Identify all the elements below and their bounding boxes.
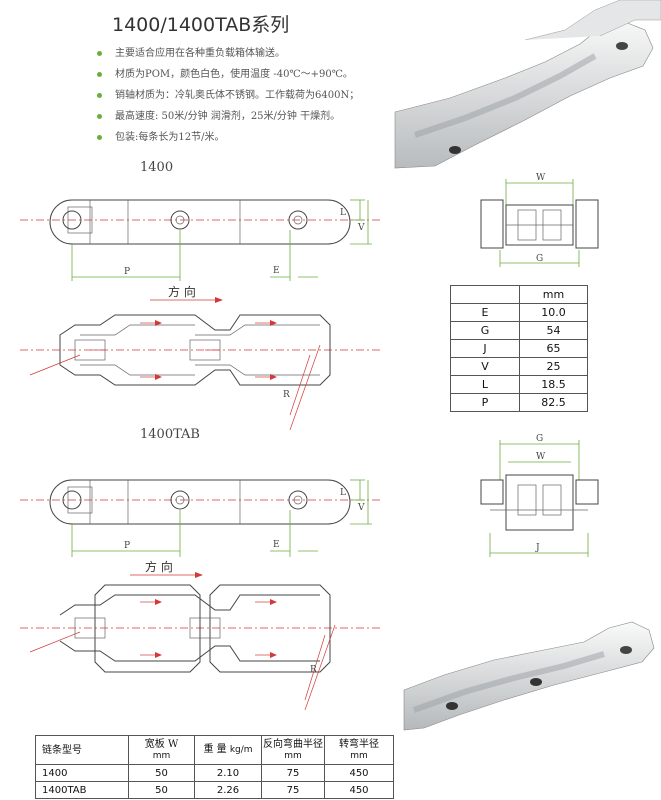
table-row: E 10.0 bbox=[450, 303, 588, 322]
direction-label: 方 向 bbox=[145, 560, 173, 574]
dim-label-V: V bbox=[357, 223, 365, 233]
dim-label-P: P bbox=[124, 267, 130, 277]
page-title: 1400/1400TAB系列 bbox=[112, 14, 290, 36]
feature-item: 最高速度: 50米/分钟 润滑剂，25米/分钟 干燥剂。 bbox=[97, 109, 359, 130]
dim-label-G: G bbox=[536, 434, 543, 444]
chain-photo-top bbox=[394, 0, 661, 169]
table-header-row: 链条型号 宽板 W mm 重 量 kg/m 反向弯曲半径 mm 转弯半径 mm bbox=[35, 735, 394, 765]
table-row: mm bbox=[450, 285, 588, 304]
dim-label-G: G bbox=[536, 254, 543, 264]
side-view-1400tab: P E L V bbox=[20, 479, 380, 557]
table-row: V 25 bbox=[450, 357, 588, 376]
section-label-1400: 1400 bbox=[140, 160, 174, 175]
feature-item: 包装:每条长为12节/米。 bbox=[97, 130, 359, 151]
spec-table: mm E 10.0 G 54 J 65 V 25 L 18.5 P 82.5 bbox=[450, 285, 588, 412]
feature-item: 主要适合应用在各种重负载箱体输送。 bbox=[97, 46, 359, 67]
direction-arrow-icon bbox=[130, 572, 203, 578]
dim-label-L: L bbox=[340, 208, 346, 218]
dim-label-P: P bbox=[124, 541, 130, 551]
dim-label-L: L bbox=[340, 488, 346, 498]
feature-item: 销轴材质为：冷轧奥氏体不锈钢。工作载荷为6400N； bbox=[97, 88, 359, 109]
top-view-1400tab: R bbox=[20, 584, 380, 711]
table-row: G 54 bbox=[450, 321, 588, 340]
table-row: 1400 50 2.10 75 450 bbox=[35, 764, 394, 782]
chain-photo-bottom bbox=[403, 621, 655, 731]
cross-section-1400: W G bbox=[480, 173, 599, 267]
top-view-1400: R bbox=[20, 314, 380, 431]
table-row: J 65 bbox=[450, 339, 588, 358]
table-row: P 82.5 bbox=[450, 393, 588, 412]
dim-label-E: E bbox=[273, 266, 280, 276]
cross-section-1400tab: G W J bbox=[480, 434, 599, 557]
feature-item: 材质为POM，颜色白色，使用温度 -40℃～+90℃。 bbox=[97, 67, 359, 88]
dim-label-R: R bbox=[310, 665, 317, 675]
unit-header: mm bbox=[519, 285, 588, 304]
dim-label-R: R bbox=[283, 390, 290, 400]
section-label-1400tab: 1400TAB bbox=[140, 427, 200, 442]
direction-label: 方 向 bbox=[168, 285, 196, 299]
chain-spec-table: 链条型号 宽板 W mm 重 量 kg/m 反向弯曲半径 mm 转弯半径 mm … bbox=[35, 735, 394, 799]
dim-label-J: J bbox=[535, 543, 540, 553]
table-row: 1400TAB 50 2.26 75 450 bbox=[35, 781, 394, 799]
dim-label-V: V bbox=[357, 503, 365, 513]
feature-list: 主要适合应用在各种重负载箱体输送。 材质为POM，颜色白色，使用温度 -40℃～… bbox=[97, 46, 359, 151]
side-view-1400: P E L V bbox=[20, 199, 380, 281]
table-row: L 18.5 bbox=[450, 375, 588, 394]
dim-label-E: E bbox=[273, 540, 280, 550]
direction-arrow-icon bbox=[150, 297, 223, 303]
dim-label-W: W bbox=[536, 173, 546, 183]
dim-label-W: W bbox=[536, 452, 546, 462]
